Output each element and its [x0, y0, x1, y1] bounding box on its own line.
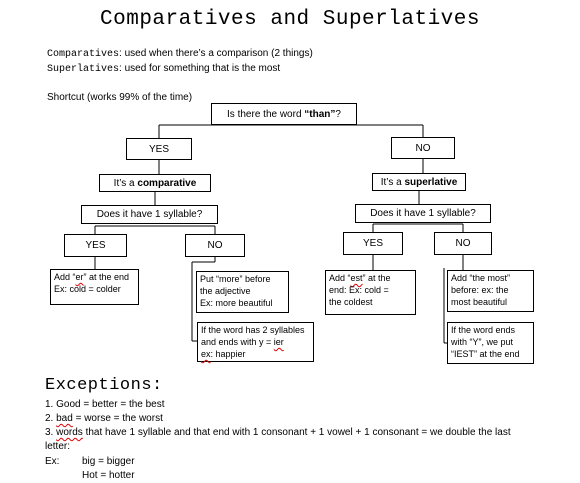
- rule-add-est: Add “est” at the end: Ex: cold = the col…: [325, 270, 416, 315]
- exception-item-2: 2. bad = worse = the worst: [45, 413, 163, 424]
- rule-ends-with-y-iest: If the word ends with “Y”, we put “IEST”…: [447, 322, 534, 364]
- exception-item-3: 3. words that have 1 syllable and that e…: [45, 427, 511, 438]
- no-box-left: NO: [185, 234, 245, 257]
- definition-term: Superlatives: [47, 64, 120, 75]
- question-text: Is there the word “than”?: [227, 108, 341, 120]
- exceptions-title: Exceptions:: [45, 376, 163, 395]
- rule-add-the-most: Add “the most” before: ex: the most beau…: [447, 270, 534, 312]
- no-box-top: NO: [391, 137, 455, 159]
- page-title: Comparatives and Superlatives: [100, 8, 480, 31]
- no-box-right: NO: [434, 232, 492, 255]
- example-hot-hotter: Hot = hotter: [82, 470, 135, 481]
- rule-put-more: Put “more” before the adjective Ex: more…: [196, 271, 289, 313]
- definition-term: Comparatives: [47, 49, 120, 60]
- exception-item-1: 1. Good = better = the best: [45, 399, 165, 410]
- question-than-box: Is there the word “than”?: [211, 103, 357, 125]
- rule-two-syllables-ier: If the word has 2 syllables and ends wit…: [197, 322, 314, 362]
- comparative-box: It’s a comparative: [99, 174, 211, 192]
- superlative-box: It’s a superlative: [372, 173, 466, 191]
- shortcut-label: Shortcut (works 99% of the time): [47, 92, 193, 103]
- exception-item-3-continued: letter:: [45, 441, 71, 452]
- yes-box-top: YES: [126, 138, 192, 160]
- definition-superlatives: Superlatives: used for something that is…: [47, 62, 313, 77]
- rule-add-er: Add “er” at the end Ex: cold = colder: [50, 269, 139, 305]
- yes-box-left: YES: [64, 234, 127, 257]
- example-label: Ex:: [45, 456, 60, 467]
- example-big-bigger: big = bigger: [82, 456, 135, 467]
- definition-text: : used when there’s a comparison (2 thin…: [119, 48, 313, 59]
- syllable-question-right: Does it have 1 syllable?: [355, 204, 491, 223]
- syllable-question-left: Does it have 1 syllable?: [81, 205, 218, 224]
- definition-comparatives: Comparatives: used when there’s a compar…: [47, 47, 313, 62]
- yes-box-right: YES: [343, 232, 403, 255]
- definitions: Comparatives: used when there’s a compar…: [47, 47, 313, 77]
- definition-text: : used for something that is the most: [119, 63, 281, 74]
